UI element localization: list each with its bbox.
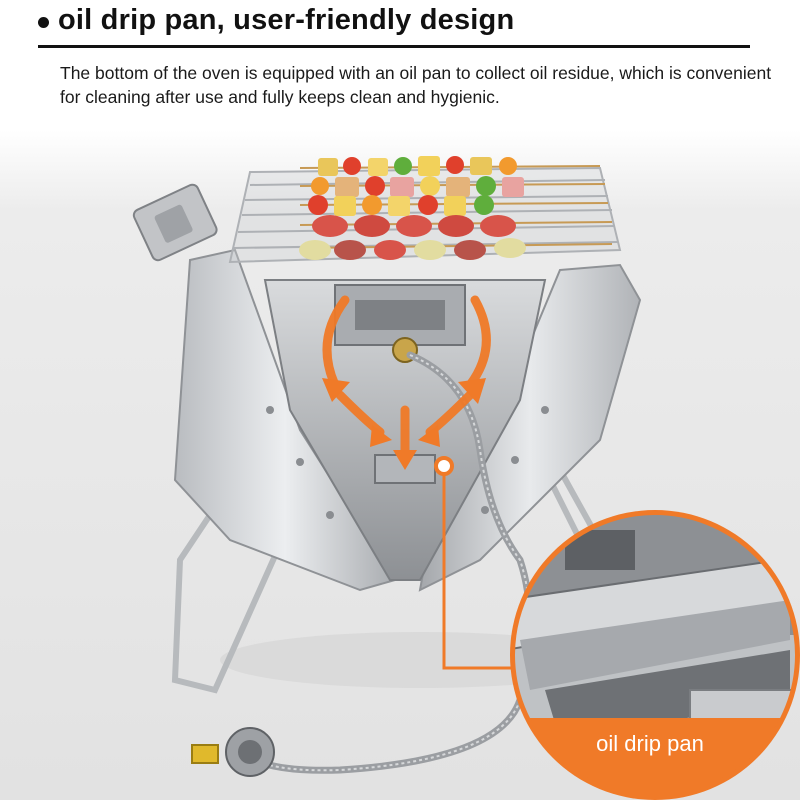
arrow-curve-right-icon <box>465 295 491 390</box>
burner-head <box>355 300 445 330</box>
zoom-detail-circle <box>510 510 800 800</box>
callout-label: oil drip pan <box>596 731 704 756</box>
left-wing-panel <box>173 248 397 592</box>
page-title: oil drip pan, user-friendly design <box>58 4 515 36</box>
side-handle <box>132 183 218 262</box>
title-underline <box>38 45 750 48</box>
header: oil drip pan, user-friendly design The b… <box>0 0 800 130</box>
callout-leader <box>434 456 515 670</box>
bullet-dot-icon <box>38 17 49 28</box>
skewers <box>299 156 613 260</box>
rivets <box>266 406 549 519</box>
description-text: The bottom of the oven is equipped with … <box>60 63 772 107</box>
gas-connector <box>191 727 275 777</box>
product-photo <box>0 130 800 800</box>
arrow-curve-left-icon <box>322 295 350 390</box>
